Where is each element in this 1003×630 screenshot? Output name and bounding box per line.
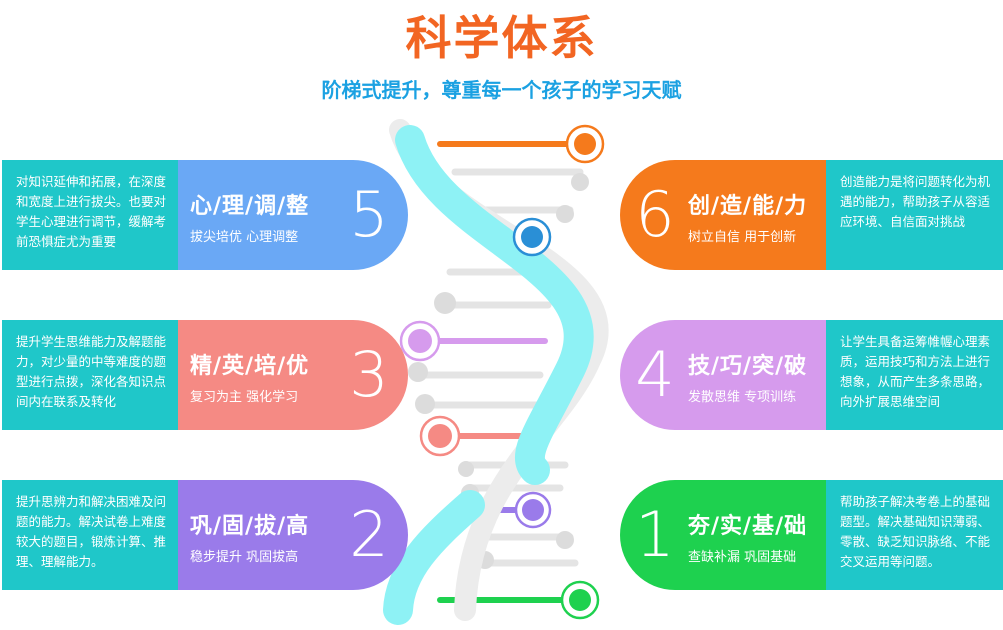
level3-number: 3	[349, 338, 389, 411]
level1-description: 帮助孩子解决考卷上的基础题型。解决基础知识薄弱、零散、缺乏知识脉络、不能交叉运用…	[826, 480, 1003, 590]
level5-card: 心/理/调/整 拔尖培优 心理调整 5	[178, 160, 408, 270]
level2-number: 2	[349, 498, 389, 571]
level6-subtitle: 树立自信 用于创新	[688, 230, 797, 245]
level1-card: 1 夯/实/基/础 查缺补漏 巩固基础	[620, 480, 830, 590]
level6-description: 创造能力是将问题转化为机遇的能力，帮助孩子从容适应环境、自信面对挑战	[826, 160, 1003, 270]
level5-number: 5	[349, 178, 389, 251]
page-title: 科学体系	[405, 11, 598, 65]
level4-card: 4 技/巧/突/破 发散思维 专项训练	[620, 320, 830, 430]
level3-subtitle: 复习为主 强化学习	[190, 390, 299, 405]
level5-description: 对知识延伸和拓展，在深度和宽度上进行拔尖。也要对学生心理进行调节，缓解考前恐惧症…	[2, 160, 182, 270]
level1-heading: 夯/实/基/础	[688, 514, 808, 539]
level5-heading: 心/理/调/整	[190, 194, 310, 219]
level4-heading: 技/巧/突/破	[688, 354, 808, 379]
level3-description: 提升学生思维能力及解题能力，对少量的中等难度的题型进行点拨，深化各知识点间内在联…	[2, 320, 182, 430]
level6-card: 6 创/造/能/力 树立自信 用于创新	[620, 160, 830, 270]
level6-heading: 创/造/能/力	[688, 194, 808, 219]
level3-heading: 精/英/培/优	[190, 354, 310, 379]
level6-number: 6	[635, 178, 675, 251]
level2-card: 巩/固/拔/高 稳步提升 巩固拔高 2	[178, 480, 408, 590]
level1-subtitle: 查缺补漏 巩固基础	[688, 550, 797, 565]
level5-subtitle: 拔尖培优 心理调整	[190, 230, 299, 245]
level3-card: 精/英/培/优 复习为主 强化学习 3	[178, 320, 408, 430]
level2-heading: 巩/固/拔/高	[190, 514, 310, 539]
level4-subtitle: 发散思维 专项训练	[688, 390, 797, 405]
level1-number: 1	[635, 498, 675, 571]
page-subtitle: 阶梯式提升，尊重每一个孩子的学习天赋	[321, 78, 682, 102]
level4-number: 4	[635, 338, 675, 411]
level4-description: 让学生具备运筹帷幄心理素质，运用技巧和方法上进行想象，从而产生多条思路，向外扩展…	[826, 320, 1003, 430]
level2-subtitle: 稳步提升 巩固拔高	[190, 550, 299, 565]
level2-description: 提升思辨力和解决困难及问题的能力。解决试卷上难度较大的题目，锻炼计算、推理、理解…	[2, 480, 182, 590]
